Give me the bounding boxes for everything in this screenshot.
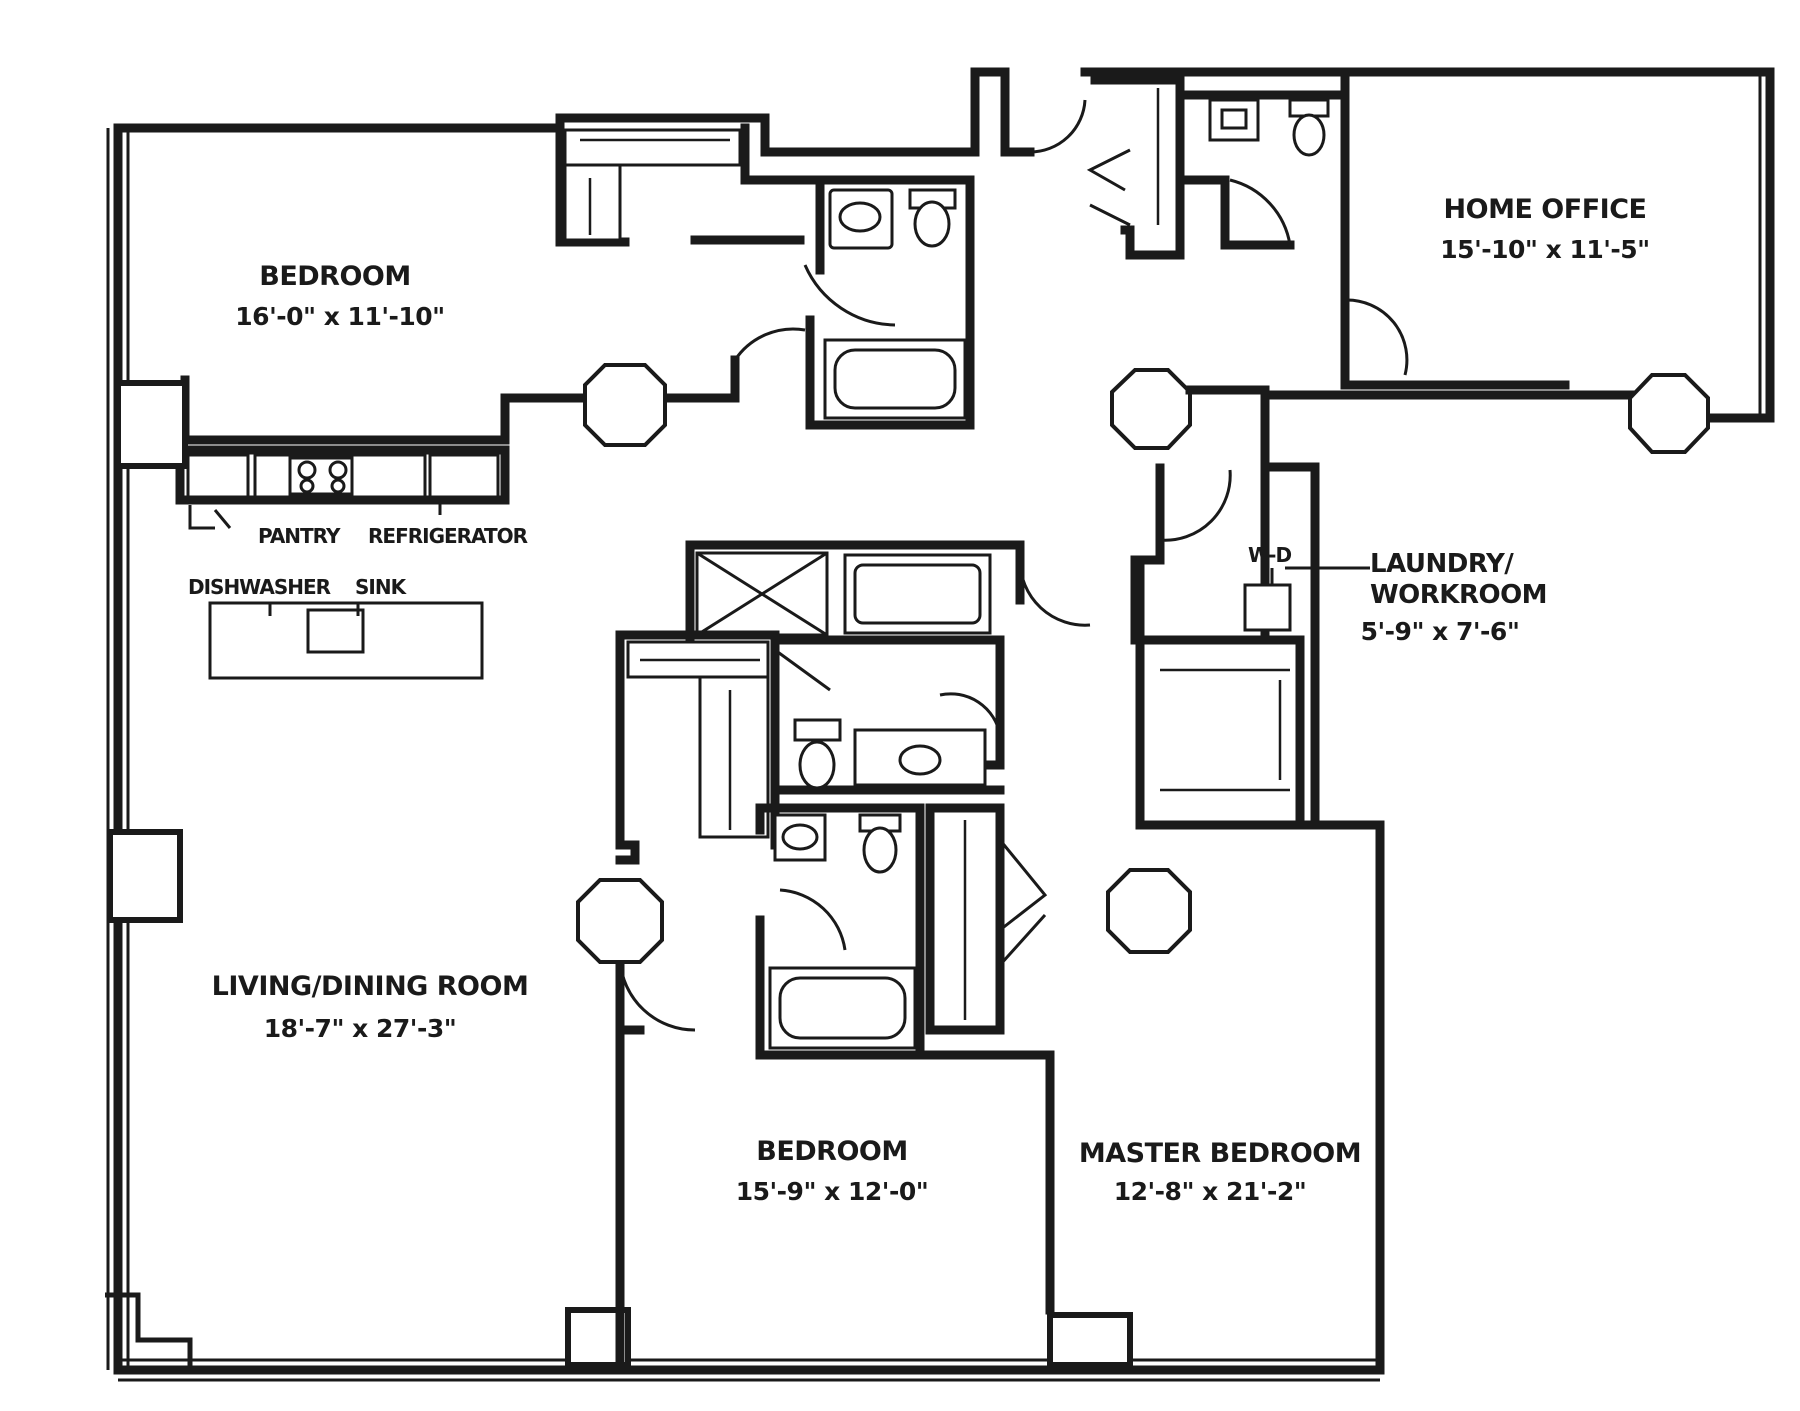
room-name-master-bedroom: MASTER BEDROOM bbox=[1079, 1138, 1361, 1169]
room-dims-bedroom-s: 15'-9" x 12'-0" bbox=[736, 1177, 929, 1206]
facade-pier bbox=[107, 829, 183, 923]
laundry-walls bbox=[1135, 462, 1305, 645]
room-dims-bedroom-nw: 16'-0" x 11'-10" bbox=[235, 302, 444, 331]
dishwasher-label: DISHWASHER bbox=[188, 575, 331, 599]
room-name-living-dining: LIVING/DINING ROOM bbox=[212, 971, 529, 1002]
middle-closet bbox=[925, 803, 1048, 1035]
center-closet bbox=[615, 630, 780, 850]
master-closet bbox=[1135, 635, 1320, 830]
nw-closet-rod bbox=[580, 138, 730, 235]
room-dims-master-bedroom: 12'-8" x 21'-2" bbox=[1114, 1177, 1307, 1206]
fixture-labels: PANTRY REFRIGERATOR DISHWASHER SINK W-D bbox=[188, 524, 1370, 599]
room-name-laundry-line1: LAUNDRY/ bbox=[1370, 549, 1514, 579]
column bbox=[1628, 373, 1710, 454]
room-name-bedroom-nw: BEDROOM bbox=[259, 261, 411, 292]
south-bath bbox=[755, 803, 925, 1060]
facade-pier bbox=[1047, 1312, 1133, 1368]
kitchen-counter bbox=[175, 445, 510, 530]
washer-dryer-label: W-D bbox=[1248, 543, 1291, 567]
facade-pier bbox=[115, 380, 188, 469]
entry-walls bbox=[1000, 67, 1350, 260]
room-dims-laundry: 5'-9" x 7'-6" bbox=[1361, 617, 1520, 646]
door-swing bbox=[733, 327, 806, 361]
column bbox=[583, 363, 667, 447]
door-swing bbox=[803, 264, 896, 327]
pantry-label: PANTRY bbox=[258, 524, 341, 548]
column bbox=[1110, 368, 1192, 450]
south-bedroom-walls bbox=[615, 635, 1055, 1375]
door-swing bbox=[1344, 298, 1409, 376]
door-swing bbox=[1229, 178, 1292, 246]
column bbox=[576, 878, 664, 964]
center-bath-walls bbox=[685, 540, 1140, 795]
room-name-laundry-line2: WORKROOM bbox=[1370, 580, 1547, 610]
room-name-bedroom-s: BEDROOM bbox=[756, 1136, 908, 1167]
exterior-walls bbox=[106, 67, 1775, 1382]
room-labels: BEDROOM 16'-0" x 11'-10" HOME OFFICE 15'… bbox=[212, 194, 1651, 1206]
column bbox=[1106, 868, 1192, 954]
kitchen-island bbox=[208, 601, 484, 680]
room-dims-home-office: 15'-10" x 11'-5" bbox=[1440, 235, 1649, 264]
sink-label: SINK bbox=[355, 575, 408, 599]
facade-pier bbox=[105, 1292, 193, 1370]
nw-bath-fixtures bbox=[823, 188, 967, 420]
refrigerator-label: REFRIGERATOR bbox=[368, 524, 528, 548]
room-dims-living-dining: 18'-7" x 27'-3" bbox=[264, 1014, 457, 1043]
room-name-home-office: HOME OFFICE bbox=[1444, 194, 1647, 225]
